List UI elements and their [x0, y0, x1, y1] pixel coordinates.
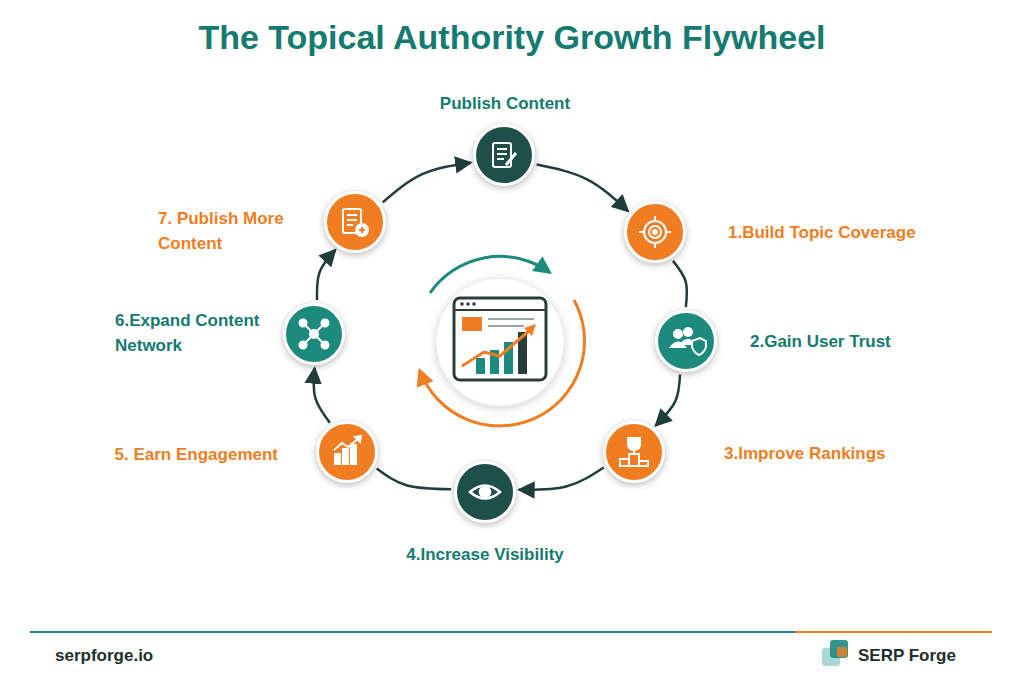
step-label: 4.Increase Visibility	[370, 542, 600, 567]
cycle-arrow	[537, 165, 628, 212]
step-label: 7. Publish More Content	[158, 206, 298, 256]
diagram-title: The Topical Authority Growth Flywheel	[0, 18, 1024, 57]
brand-name: SERP Forge	[858, 646, 956, 666]
step-circle: Publish Content	[473, 124, 535, 186]
center-circle	[436, 278, 564, 406]
step-circle: 4.Increase Visibility	[454, 461, 516, 523]
cycle-arrow	[656, 374, 680, 425]
cycle-arrow	[383, 163, 471, 203]
step-circle: 5. Earn Engagement	[316, 421, 378, 483]
step-label: 6.Expand Content Network	[115, 308, 270, 358]
cycle-arrow	[673, 261, 687, 307]
step-circle: 3.Improve Rankings	[603, 421, 665, 483]
dashboard-icon	[454, 298, 546, 380]
step-label: 3.Improve Rankings	[724, 441, 954, 466]
step-label: Publish Content	[400, 91, 610, 116]
logo-mark	[822, 640, 848, 666]
cycle-arrow	[377, 468, 451, 489]
cycle-arrow	[519, 467, 604, 489]
step-label: 2.Gain User Trust	[750, 329, 980, 354]
step-circle: 7. Publish More Content	[324, 191, 386, 253]
footer-url: serpforge.io	[55, 646, 153, 666]
cycle-arrow	[314, 368, 330, 423]
cycle-arrow	[317, 250, 336, 300]
footer-rule	[30, 632, 992, 633]
step-circle: 2.Gain User Trust	[655, 310, 717, 372]
step-circle: 6.Expand Content Network	[283, 303, 345, 365]
step-circle: 1.Build Topic Coverage	[624, 201, 686, 263]
step-label: 5. Earn Engagement	[40, 442, 278, 467]
step-label: 1.Build Topic Coverage	[728, 220, 998, 245]
